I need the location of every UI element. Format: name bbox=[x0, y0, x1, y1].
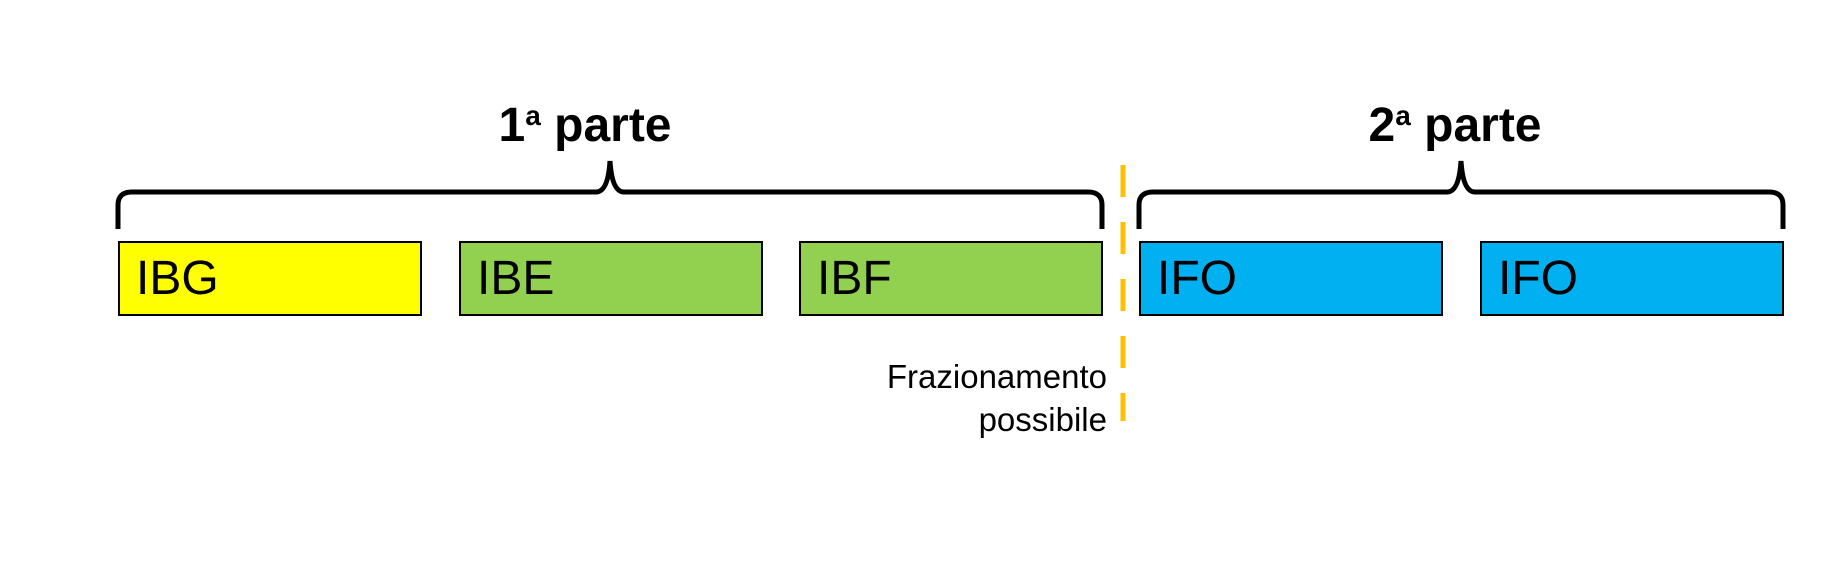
block-ibe: IBE bbox=[459, 241, 763, 316]
block-ibf: IBF bbox=[799, 241, 1103, 316]
block-ifo-2: IFO bbox=[1480, 241, 1784, 316]
brace-part-1 bbox=[115, 160, 1105, 229]
split-note-line-1: Frazionamento bbox=[886, 358, 1107, 395]
split-note-line-2: possibile bbox=[978, 401, 1107, 438]
block-ibg: IBG bbox=[118, 241, 422, 316]
part-1-title: 1a parte bbox=[498, 99, 672, 152]
part-2-title: 2a parte bbox=[1368, 99, 1542, 152]
split-note: Frazionamento possibile bbox=[887, 355, 1107, 441]
block-ifo-1: IFO bbox=[1139, 241, 1443, 316]
brace-part-2 bbox=[1136, 160, 1786, 229]
